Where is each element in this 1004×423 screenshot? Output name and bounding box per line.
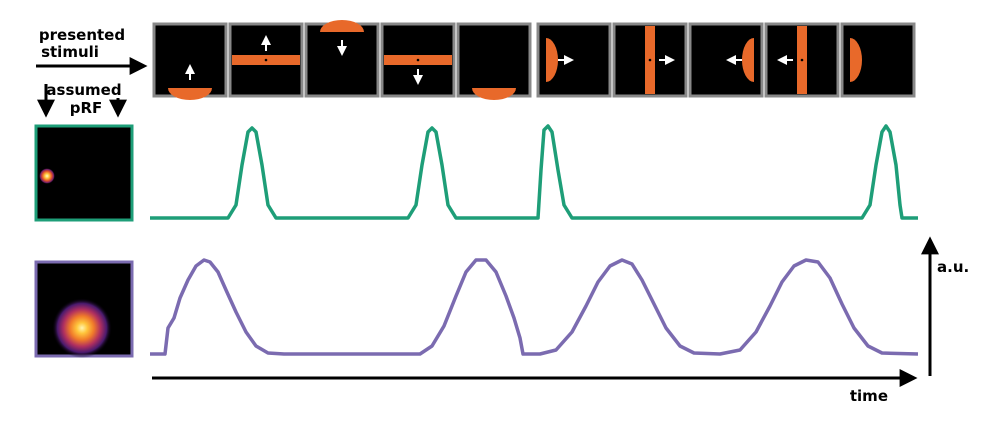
prf-small-panel [34, 124, 134, 222]
stimulus-frame-3 [304, 20, 380, 98]
assumed-label-line2: pRF [70, 99, 103, 117]
fixation-dot [188, 58, 192, 62]
stimulus-frame-4 [380, 22, 456, 98]
stimulus-shape [168, 88, 212, 100]
fixation-dot [572, 58, 576, 62]
fixation-dot [800, 58, 804, 62]
prf-small-blob [39, 168, 55, 184]
stimulus-frame-2 [228, 22, 304, 98]
trace-large-prf [150, 258, 919, 356]
stimulus-frame-1 [152, 22, 228, 100]
presented-stimuli-label: presented stimuli [39, 26, 125, 61]
stimulus-frame-10 [840, 22, 916, 98]
assumed-label-line1: assumed [46, 81, 121, 99]
stimulus-frame-7 [612, 22, 688, 98]
fixation-dot [724, 58, 728, 62]
trace-small-prf [150, 124, 918, 220]
stimulus-shape [546, 38, 558, 82]
amplitude-label: a.u. [937, 258, 969, 276]
stimulus-shape [472, 88, 516, 100]
time-label: time [850, 387, 888, 405]
assumed-prf-label: assumed pRF [46, 81, 121, 117]
stimulus-frame-6 [536, 22, 612, 98]
stimulus-frame-9 [764, 22, 840, 98]
fixation-dot [648, 58, 652, 62]
stimulus-shape [850, 38, 862, 82]
presented-label-line1: presented [39, 26, 125, 44]
fixation-dot [876, 58, 880, 62]
stimuli-row [152, 20, 916, 100]
fixation-dot [340, 58, 344, 62]
stimulus-shape [320, 20, 364, 32]
fixation-dot [492, 58, 496, 62]
presented-label-line2: stimuli [41, 43, 99, 61]
fixation-dot [416, 58, 420, 62]
prf-large-blob [52, 298, 112, 358]
stimulus-frame-5 [456, 22, 532, 100]
stimulus-shape [742, 38, 754, 82]
fixation-dot [264, 58, 268, 62]
stimulus-frame-8 [688, 22, 764, 98]
prf-large-panel [34, 260, 134, 358]
